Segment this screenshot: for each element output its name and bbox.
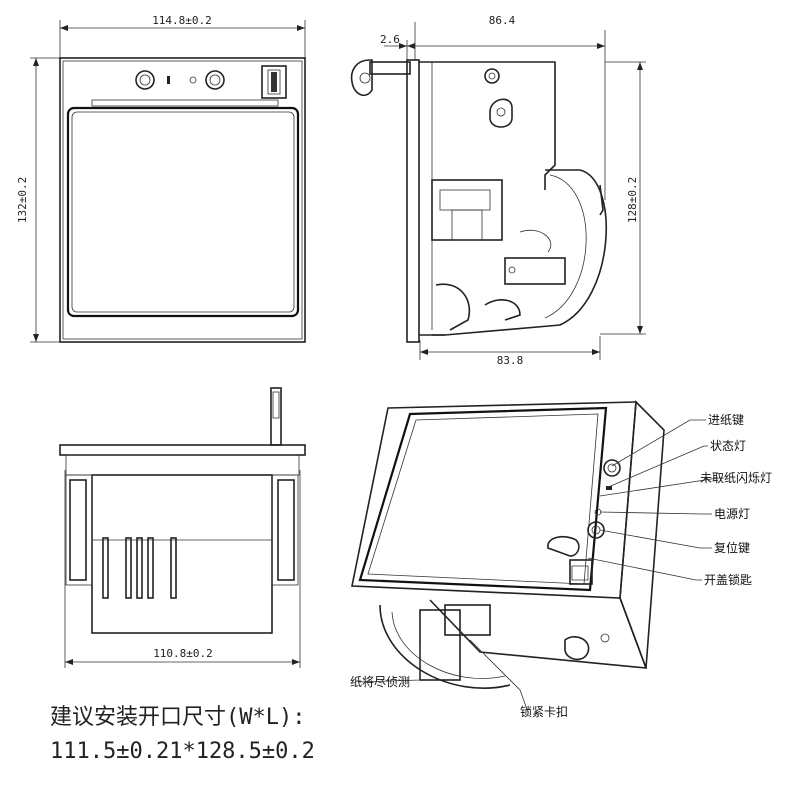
feed-button-icon	[135, 70, 155, 90]
side-key-offset-dim: 2.6	[380, 33, 400, 46]
label-cover-lock-key: 开盖锁匙	[704, 572, 752, 587]
label-status-light: 状态灯	[710, 439, 746, 453]
bottom-view: 110.8±0.2	[59, 387, 306, 668]
side-depth-top-dim: 86.4	[489, 14, 516, 27]
label-power-light: 电源灯	[714, 507, 750, 521]
side-depth-bottom-dim: 83.8	[497, 354, 524, 367]
install-note-line2: 111.5±0.21*128.5±0.2	[50, 739, 315, 764]
label-reset-key: 复位键	[714, 540, 750, 555]
front-height-dim: 132±0.2	[16, 177, 29, 223]
label-feed-key: 进纸键	[708, 413, 744, 427]
front-width-dim: 114.8±0.2	[152, 14, 212, 27]
bottom-width-dim: 110.8±0.2	[153, 647, 213, 660]
install-note-line1: 建议安装开口尺寸(W*L):	[50, 705, 305, 730]
label-paper-end-sensor: 纸将尽侦测	[350, 675, 410, 689]
side-height-dim: 128±0.2	[626, 177, 639, 223]
label-locking-clip: 锁紧卡扣	[520, 704, 568, 719]
isometric-view	[351, 400, 724, 713]
front-view: 114.8±0.2 132±0.2	[16, 14, 306, 343]
label-paper-not-taken-light: 未取纸闪烁灯	[700, 471, 772, 485]
power-button-icon	[205, 70, 225, 90]
side-view: 86.4 2.6 128±0.2 83.8	[350, 14, 646, 367]
